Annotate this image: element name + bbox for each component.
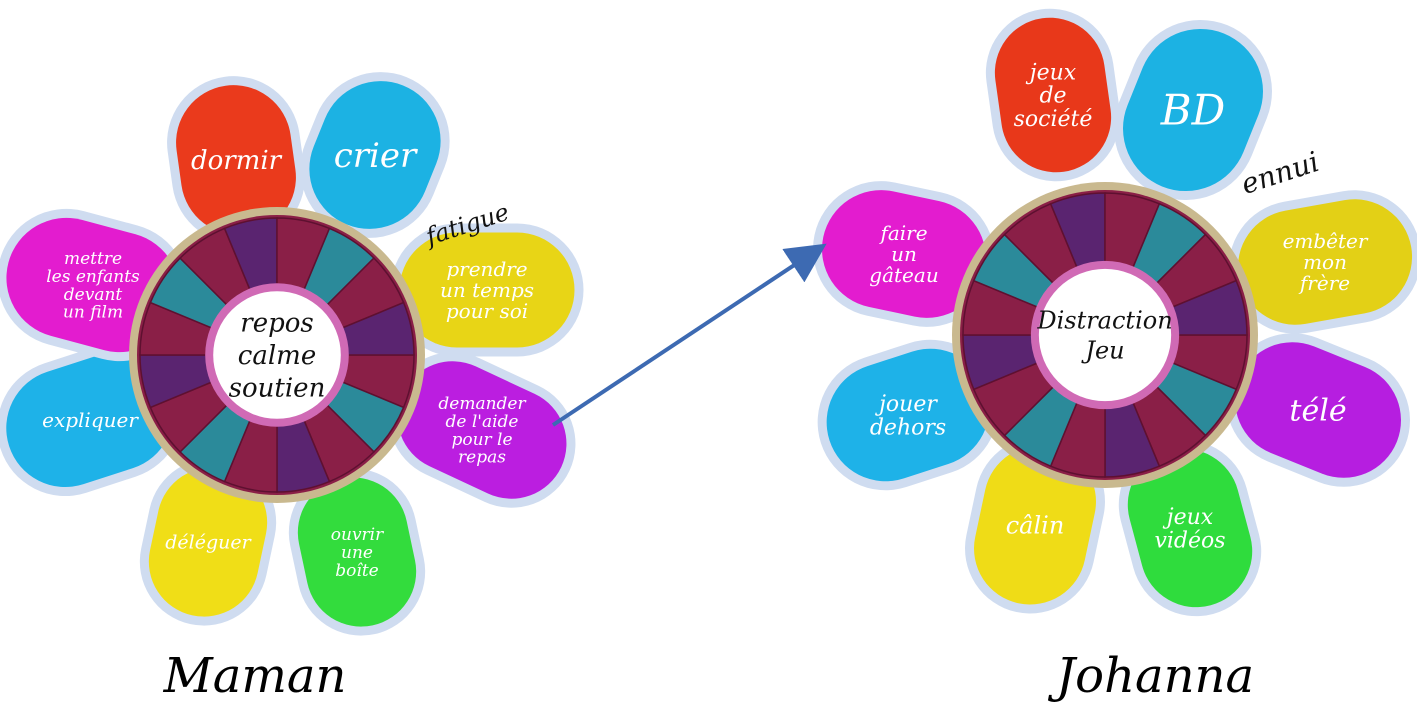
petal-label: un film xyxy=(63,303,123,323)
petal-fill xyxy=(397,361,567,499)
petal-label: embêter xyxy=(1283,229,1369,253)
center-disc xyxy=(213,291,341,419)
center-ring xyxy=(129,207,425,503)
center-label: Jeu xyxy=(1080,336,1124,364)
petal-fill xyxy=(822,190,986,318)
center-ring xyxy=(952,182,1258,488)
petal-label: de l'aide xyxy=(446,412,519,432)
petal-6: câlin xyxy=(965,436,1105,614)
petal-label: ouvrir xyxy=(331,525,384,545)
petal-label: demander xyxy=(438,394,526,414)
petal-label: crier xyxy=(334,136,418,176)
petal-label: expliquer xyxy=(42,408,139,432)
petal-fill xyxy=(176,85,296,235)
center-label: soutien xyxy=(229,374,326,404)
petal-fill xyxy=(297,477,417,627)
petal-label: un xyxy=(891,242,917,266)
petal-label: prendre xyxy=(446,257,527,281)
petal-label: BD xyxy=(1160,86,1226,135)
petal-label: société xyxy=(1014,107,1093,132)
petal-label: jouer xyxy=(874,392,938,417)
petal-label: déléguer xyxy=(165,532,252,554)
petal-fill xyxy=(6,352,174,488)
petal-label: boîte xyxy=(335,561,378,581)
petal-label: dormir xyxy=(191,146,283,176)
petal-2: crier xyxy=(300,72,450,238)
petal-label: télé xyxy=(1289,394,1346,429)
petal-fill xyxy=(1237,199,1413,325)
petal-fill xyxy=(1127,448,1253,608)
petal-fill xyxy=(826,348,990,482)
petal-label: mettre xyxy=(64,249,122,269)
petal-label: devant xyxy=(64,285,123,305)
petal-fill xyxy=(994,17,1112,173)
center-disc xyxy=(1038,268,1172,402)
center-label: Distraction xyxy=(1036,306,1172,334)
petal-label: faire xyxy=(878,221,927,245)
petal-label: repas xyxy=(458,448,506,468)
petal-label: frère xyxy=(1298,271,1350,295)
petal-label: un temps xyxy=(440,278,534,302)
petal-fill xyxy=(309,81,441,229)
petal-fill xyxy=(148,467,268,617)
petal-4: télé xyxy=(1226,333,1410,487)
petal-label: une xyxy=(341,543,373,563)
flower-name-maman: Maman xyxy=(163,648,347,704)
petal-fill xyxy=(1235,342,1401,478)
petal-6: déléguer xyxy=(139,458,277,626)
petal-1: dormir xyxy=(167,76,305,244)
petal-fill xyxy=(399,232,575,348)
petal-label: de xyxy=(1039,84,1066,109)
petal-label: pour le xyxy=(451,430,512,450)
petal-label: jeux xyxy=(1025,61,1077,86)
petal-label: jeux xyxy=(1162,505,1214,530)
petal-label: pour soi xyxy=(446,299,528,323)
center-label: calme xyxy=(238,341,316,371)
center-label: repos xyxy=(240,309,313,339)
flower-name-johanna: Johanna xyxy=(1047,648,1254,704)
petal-label: gâteau xyxy=(869,263,938,287)
petal-fill xyxy=(974,445,1096,605)
petal-fill xyxy=(1123,28,1263,192)
petal-2: BD xyxy=(1114,19,1272,201)
petal-label: les enfants xyxy=(46,267,140,287)
petal-label: dehors xyxy=(870,415,946,440)
petal-label: vidéos xyxy=(1154,528,1225,553)
transition-arrow xyxy=(551,243,827,427)
petal-label: câlin xyxy=(1006,511,1065,539)
petal-label: mon xyxy=(1303,250,1347,274)
